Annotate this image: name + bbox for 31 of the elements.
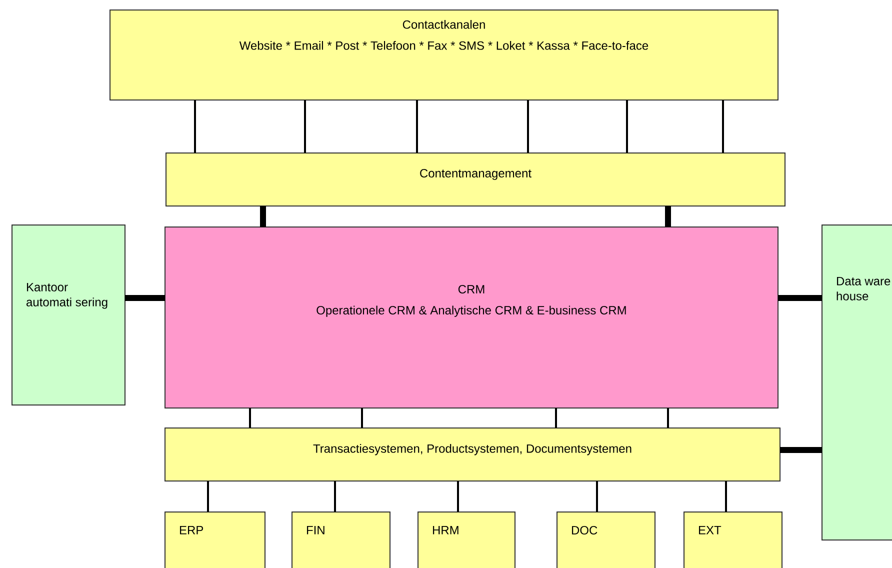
module-box: FIN (292, 512, 390, 568)
connector-line (665, 206, 671, 227)
module-box: ERP (164, 512, 266, 568)
module-box: HRM (418, 512, 516, 568)
connector-line (260, 206, 266, 227)
connector-line (361, 408, 363, 428)
connector-line (249, 408, 251, 428)
connector-line (626, 100, 628, 153)
connector-line (527, 100, 529, 153)
connector-line (416, 100, 418, 153)
connector-line (207, 481, 209, 512)
process-box: Transactiesystemen, Productsystemen, Documentsystemen (164, 428, 780, 482)
module-box: EXT (684, 512, 782, 568)
connector-line (667, 408, 669, 428)
connector-line (778, 295, 822, 301)
side-box: Data ware house (822, 224, 892, 540)
connector-line (194, 100, 196, 153)
channel-box: Contactkanalen Website * Email * Post * Telefoon * Fax * SMS * Loket * Kassa * Face-to-face (110, 10, 778, 100)
connector-line (304, 100, 306, 153)
side-box: Kantoor automati sering (12, 224, 126, 406)
connector-line (725, 481, 727, 512)
crm-box: CRM Operationele CRM & Analytische CRM & E-business CRM (164, 226, 778, 408)
connector-line (334, 481, 336, 512)
connector-line (780, 447, 822, 453)
connector-line (555, 408, 557, 428)
connector-line (722, 100, 724, 153)
process-box: Contentmanagement (166, 152, 786, 206)
connector-line (457, 481, 459, 512)
module-box: DOC (556, 512, 656, 568)
connector-line (596, 481, 598, 512)
connector-line (125, 295, 165, 301)
